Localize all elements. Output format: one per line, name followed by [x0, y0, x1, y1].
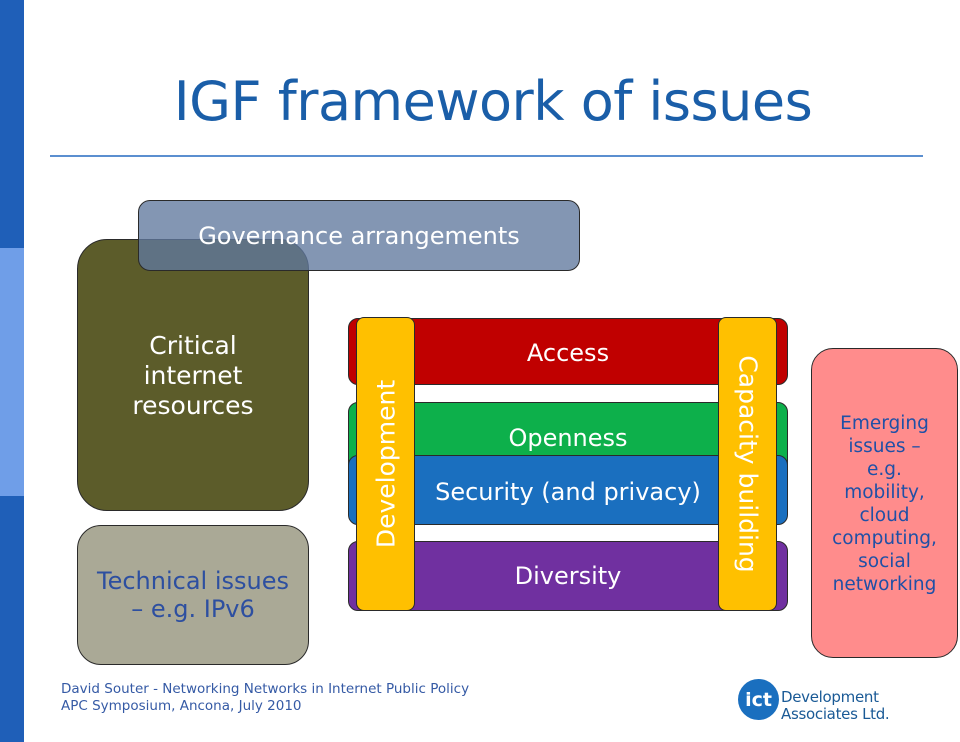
capacity-building-bar: Capacity building: [718, 317, 777, 611]
openness-label: Openness: [508, 424, 628, 452]
development-label: Development: [371, 379, 400, 549]
logo-line-1: Development: [781, 688, 879, 706]
governance-box: Governance arrangements: [138, 200, 580, 271]
critical-resources-box: Critical internet resources: [77, 239, 309, 511]
slide-title: IGF framework of issues: [173, 70, 813, 133]
critical-line-2: internet: [143, 361, 243, 390]
ict-logo-badge: ict: [738, 679, 779, 720]
diversity-label: Diversity: [514, 562, 622, 590]
access-label: Access: [526, 339, 610, 367]
security-band: Security (and privacy): [348, 455, 788, 525]
access-band: Access: [348, 318, 788, 385]
emerging-line-2: issues –: [848, 436, 921, 457]
emerging-line-8: networking: [832, 574, 937, 595]
governance-label: Governance arrangements: [198, 221, 520, 250]
technical-line-1: Technical issues: [97, 567, 289, 595]
left-accent-bar: [0, 0, 24, 248]
title-rule: [50, 155, 923, 157]
emerging-line-7: social: [858, 551, 911, 572]
emerging-line-3: e.g.: [867, 459, 902, 480]
emerging-issues-box: Emerging issues – e.g. mobility, cloud c…: [811, 348, 958, 658]
logo-line-2: Associates Ltd.: [781, 705, 890, 723]
security-label: Security (and privacy): [435, 478, 701, 506]
emerging-line-5: cloud: [859, 505, 910, 526]
left-accent-bar-light: [0, 248, 24, 496]
left-accent-bar-bottom: [0, 496, 24, 742]
technical-line-2: – e.g. IPv6: [131, 595, 255, 623]
emerging-line-4: mobility,: [844, 482, 925, 503]
critical-line-3: resources: [132, 391, 254, 420]
emerging-line-1: Emerging: [840, 413, 929, 434]
footer-line-1: David Souter - Networking Networks in In…: [61, 681, 470, 697]
technical-issues-box: Technical issues – e.g. IPv6: [77, 525, 309, 665]
diversity-band: Diversity: [348, 541, 788, 611]
capacity-building-label: Capacity building: [733, 355, 762, 573]
development-bar: Development: [356, 317, 415, 611]
critical-line-1: Critical: [149, 331, 237, 360]
footer-line-2: APC Symposium, Ancona, July 2010: [61, 698, 302, 714]
emerging-line-6: computing,: [832, 528, 937, 549]
